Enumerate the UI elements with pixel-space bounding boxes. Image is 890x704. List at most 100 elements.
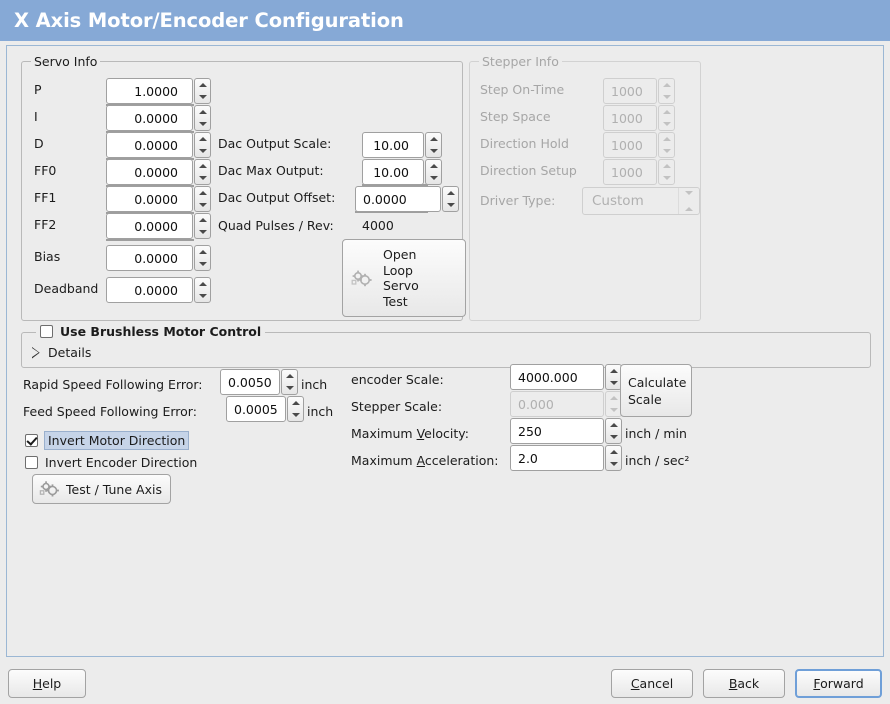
max-velocity-stepper[interactable] — [605, 418, 622, 444]
servo-d-stepper[interactable] — [194, 132, 211, 158]
spin-down-icon[interactable] — [426, 145, 441, 157]
servo-ff1-stepper[interactable] — [194, 186, 211, 212]
dac-output-offset-stepper[interactable] — [442, 186, 459, 212]
spin-up-icon[interactable] — [282, 370, 297, 382]
servo-ff0-value[interactable]: 0.0000 — [106, 159, 193, 185]
use-brushless-checkbox[interactable]: Use Brushless Motor Control — [36, 324, 266, 339]
checkbox-box[interactable] — [25, 434, 38, 447]
servo-ff2-value[interactable]: 0.0000 — [106, 213, 193, 239]
dac-max-output-stepper[interactable] — [425, 159, 442, 185]
rapid-error-stepper[interactable] — [281, 369, 298, 395]
forward-button[interactable]: Forward — [795, 669, 882, 698]
spin-up-icon[interactable] — [195, 133, 210, 145]
servo-p-stepper[interactable] — [194, 78, 211, 104]
spin-up-icon[interactable] — [195, 278, 210, 290]
cancel-button[interactable]: Cancel — [611, 669, 693, 698]
spin-down-icon[interactable] — [195, 290, 210, 302]
servo-deadband-spinner[interactable]: 0.0000 — [106, 277, 211, 303]
servo-ff0-stepper[interactable] — [194, 159, 211, 185]
spin-down-icon[interactable] — [195, 199, 210, 211]
spin-down-icon[interactable] — [195, 145, 210, 157]
servo-ff1-value[interactable]: 0.0000 — [106, 186, 193, 212]
spin-down-icon[interactable] — [288, 409, 303, 421]
rapid-error-spinner[interactable]: 0.0050 — [220, 369, 298, 395]
servo-bias-value[interactable]: 0.0000 — [106, 245, 193, 271]
feed-error-stepper[interactable] — [287, 396, 304, 422]
open-loop-servo-test-button[interactable]: Open Loop Servo Test — [342, 239, 466, 317]
spin-up-icon[interactable] — [195, 160, 210, 172]
chevron-right-icon[interactable] — [32, 347, 40, 359]
spin-up-icon[interactable] — [195, 79, 210, 91]
spin-up-icon[interactable] — [606, 365, 621, 377]
servo-label-bias: Bias — [34, 249, 61, 264]
rapid-error-value[interactable]: 0.0050 — [220, 369, 280, 395]
servo-p-spinner[interactable]: 1.0000 — [106, 78, 211, 104]
encoder-scale-value[interactable]: 4000.000 — [510, 364, 604, 390]
spin-down-icon[interactable] — [195, 172, 210, 184]
dac-output-scale-value[interactable]: 10.00 — [362, 132, 424, 158]
invert-motor-direction-checkbox[interactable]: Invert Motor Direction — [25, 431, 190, 450]
dac-output-scale-spinner[interactable]: 10.00 — [362, 132, 442, 158]
servo-ff2-spinner[interactable]: 0.0000 — [106, 213, 211, 239]
servo-deadband-value[interactable]: 0.0000 — [106, 277, 193, 303]
details-expander[interactable]: Details — [32, 345, 91, 360]
spin-down-icon[interactable] — [195, 118, 210, 130]
spin-up-icon[interactable] — [195, 187, 210, 199]
footer-bar: Help Cancel Back Forward — [0, 657, 890, 704]
spin-down-icon[interactable] — [606, 377, 621, 389]
max-acceleration-spinner[interactable]: 2.0 — [510, 445, 622, 471]
checkbox-box[interactable] — [25, 456, 38, 469]
dac-max-output-spinner[interactable]: 10.00 — [362, 159, 442, 185]
spin-up-icon[interactable] — [195, 246, 210, 258]
servo-p-value[interactable]: 1.0000 — [106, 78, 193, 104]
max-acceleration-stepper[interactable] — [605, 445, 622, 471]
spin-down-icon[interactable] — [606, 458, 621, 470]
servo-ff2-stepper[interactable] — [194, 213, 211, 239]
spin-up-icon[interactable] — [426, 160, 441, 172]
calculate-scale-button[interactable]: Calculate Scale — [620, 364, 692, 417]
invert-encoder-direction-checkbox[interactable]: Invert Encoder Direction — [25, 455, 197, 470]
spin-up-icon[interactable] — [195, 106, 210, 118]
spin-up-icon[interactable] — [426, 133, 441, 145]
help-button[interactable]: Help — [8, 669, 86, 698]
stepper-info-legend: Stepper Info — [479, 54, 562, 69]
servo-i-value[interactable]: 0.0000 — [106, 105, 193, 131]
servo-d-spinner[interactable]: 0.0000 — [106, 132, 211, 158]
servo-ff0-spinner[interactable]: 0.0000 — [106, 159, 211, 185]
max-velocity-value[interactable]: 250 — [510, 418, 604, 444]
dac-output-offset-spinner[interactable]: 0.0000 — [355, 186, 459, 212]
feed-error-value[interactable]: 0.0005 — [226, 396, 286, 422]
servo-deadband-stepper[interactable] — [194, 277, 211, 303]
max-acceleration-value[interactable]: 2.0 — [510, 445, 604, 471]
dac-output-scale-stepper[interactable] — [425, 132, 442, 158]
spin-shadow — [106, 239, 194, 241]
spin-up-icon[interactable] — [288, 397, 303, 409]
dac-max-output-value[interactable]: 10.00 — [362, 159, 424, 185]
spin-down-icon[interactable] — [195, 226, 210, 238]
servo-i-spinner[interactable]: 0.0000 — [106, 105, 211, 131]
test-tune-axis-button[interactable]: Test / Tune Axis — [32, 474, 171, 504]
checkbox-box[interactable] — [40, 325, 53, 338]
spin-up-icon[interactable] — [606, 419, 621, 431]
servo-d-value[interactable]: 0.0000 — [106, 132, 193, 158]
spin-up-icon[interactable] — [195, 214, 210, 226]
max-velocity-spinner[interactable]: 250 — [510, 418, 622, 444]
servo-bias-stepper[interactable] — [194, 245, 211, 271]
servo-label-p: P — [34, 82, 42, 97]
direction-hold-value: 1000 — [603, 132, 657, 158]
servo-i-stepper[interactable] — [194, 105, 211, 131]
spin-down-icon[interactable] — [426, 172, 441, 184]
spin-down-icon[interactable] — [443, 199, 458, 211]
spin-up-icon[interactable] — [443, 187, 458, 199]
servo-ff1-spinner[interactable]: 0.0000 — [106, 186, 211, 212]
spin-up-icon[interactable] — [606, 446, 621, 458]
spin-down-icon[interactable] — [606, 431, 621, 443]
dac-output-offset-value[interactable]: 0.0000 — [355, 186, 441, 212]
encoder-scale-spinner[interactable]: 4000.000 — [510, 364, 622, 390]
back-button[interactable]: Back — [703, 669, 785, 698]
feed-error-spinner[interactable]: 0.0005 — [226, 396, 304, 422]
servo-bias-spinner[interactable]: 0.0000 — [106, 245, 211, 271]
spin-down-icon[interactable] — [195, 258, 210, 270]
spin-down-icon[interactable] — [282, 382, 297, 394]
spin-down-icon[interactable] — [195, 91, 210, 103]
